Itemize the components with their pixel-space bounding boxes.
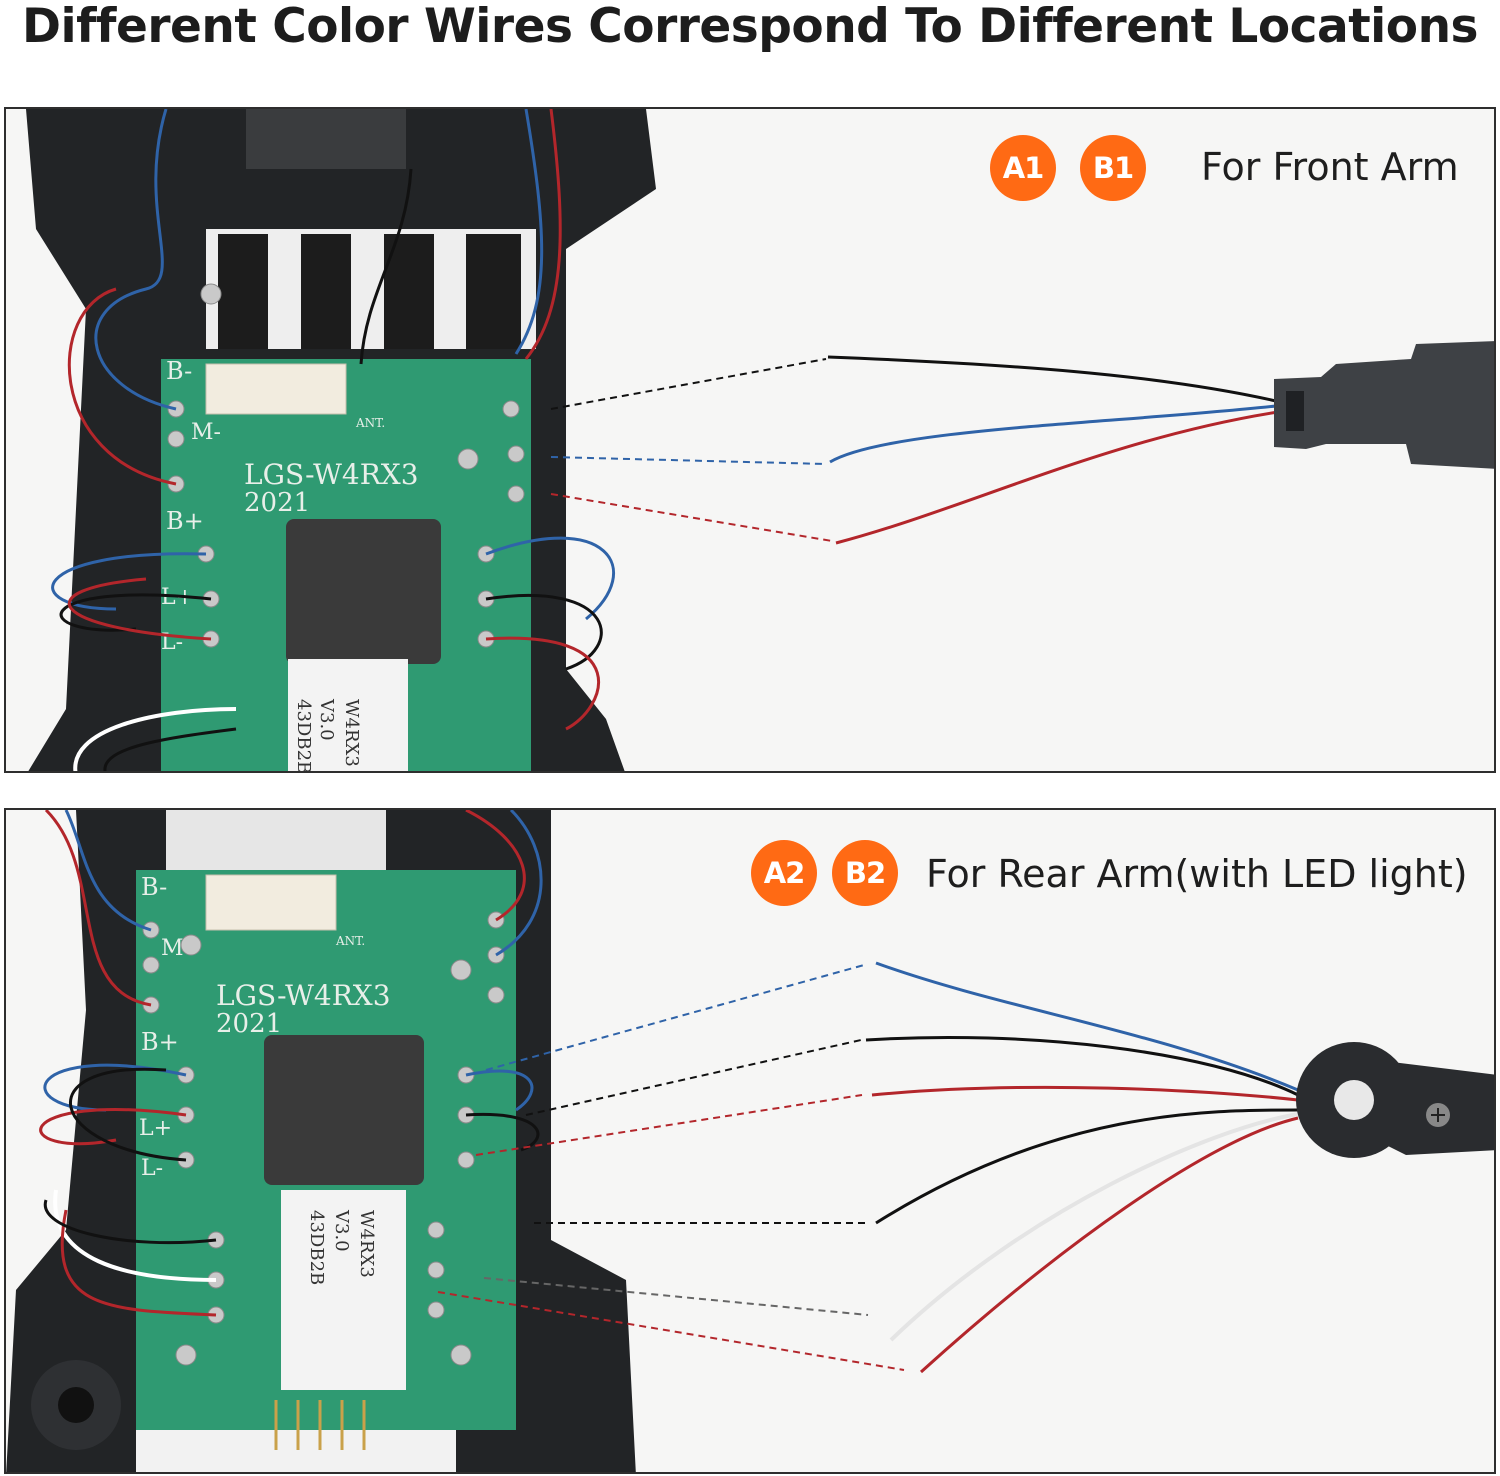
front-arm-panel: LGS-W4RX3 2021 B- M- B+ L+ L- ANT. W4RX3… xyxy=(4,107,1496,773)
badge-b1: B1 xyxy=(1080,135,1146,201)
front-arm-connector xyxy=(1274,341,1494,469)
rear-wire-red-2 xyxy=(919,1116,1299,1374)
antenna-label-rear: ANT. xyxy=(335,934,365,948)
front-dash-blue xyxy=(550,456,827,465)
pad-label-b-minus: B- xyxy=(166,357,192,385)
rear-wire-white xyxy=(889,1112,1299,1342)
front-wire-black xyxy=(827,355,1277,403)
sticker-line-2: V3.0 xyxy=(316,698,337,741)
front-arm-caption: For Front Arm xyxy=(1201,145,1459,189)
sticker-line-1-rear: W4RX3 xyxy=(356,1210,377,1278)
sticker-line-3: 43DB2B xyxy=(293,699,314,773)
antenna-label: ANT. xyxy=(355,416,385,430)
pad-label-l-minus-rear: L- xyxy=(141,1156,163,1181)
rear-wire-black-1 xyxy=(865,1035,1299,1097)
rear-dash-red-2 xyxy=(437,1291,905,1371)
rear-dash-white xyxy=(483,1277,869,1316)
rear-wire-red-1 xyxy=(871,1085,1299,1102)
rear-arm-photo: LGS-W4RX3 2021 B- M- B+ L+ L- ANT. W4RX3… xyxy=(6,810,1494,1472)
sticker-line-2-rear: V3.0 xyxy=(331,1209,352,1252)
front-arm-photo: LGS-W4RX3 2021 B- M- B+ L+ L- ANT. W4RX3… xyxy=(26,109,1494,773)
foam-pad-rear xyxy=(264,1035,424,1185)
rear-dash-blue xyxy=(485,964,865,1071)
pad-label-b-minus-rear: B- xyxy=(141,873,167,901)
front-dash-red xyxy=(550,493,833,542)
rear-wire-blue xyxy=(875,961,1299,1092)
rear-arm-caption: For Rear Arm(with LED light) xyxy=(926,852,1468,896)
badge-a2: A2 xyxy=(751,840,817,906)
sticker-line-1: W4RX3 xyxy=(341,699,362,767)
foam-pad xyxy=(286,519,441,664)
rear-dash-red-1 xyxy=(475,1094,863,1156)
rear-wire-black-2 xyxy=(875,1108,1299,1225)
sticker-line-3-rear: 43DB2B xyxy=(306,1210,327,1285)
front-dash-black xyxy=(550,358,827,410)
badge-a1: A1 xyxy=(990,135,1056,201)
pad-label-m-minus: M- xyxy=(191,420,221,445)
pad-label-l-plus-rear: L+ xyxy=(139,1116,172,1141)
board-year-text: 2021 xyxy=(244,488,310,518)
rear-arm-connector xyxy=(1296,1042,1494,1158)
board-model-text: LGS-W4RX3 xyxy=(244,458,419,491)
front-wire-red xyxy=(835,410,1279,545)
board-year-text-rear: 2021 xyxy=(216,1009,282,1039)
rear-dash-black-1 xyxy=(525,1039,862,1116)
board-model-text-rear: LGS-W4RX3 xyxy=(216,979,391,1012)
badge-b2: B2 xyxy=(832,840,898,906)
pad-label-b-plus-rear: B+ xyxy=(141,1028,179,1056)
pad-label-b-plus: B+ xyxy=(166,507,204,535)
page-title: Different Color Wires Correspond To Diff… xyxy=(21,0,1479,54)
rear-arm-panel: LGS-W4RX3 2021 B- M- B+ L+ L- ANT. W4RX3… xyxy=(4,808,1496,1474)
front-wire-blue xyxy=(829,404,1277,464)
